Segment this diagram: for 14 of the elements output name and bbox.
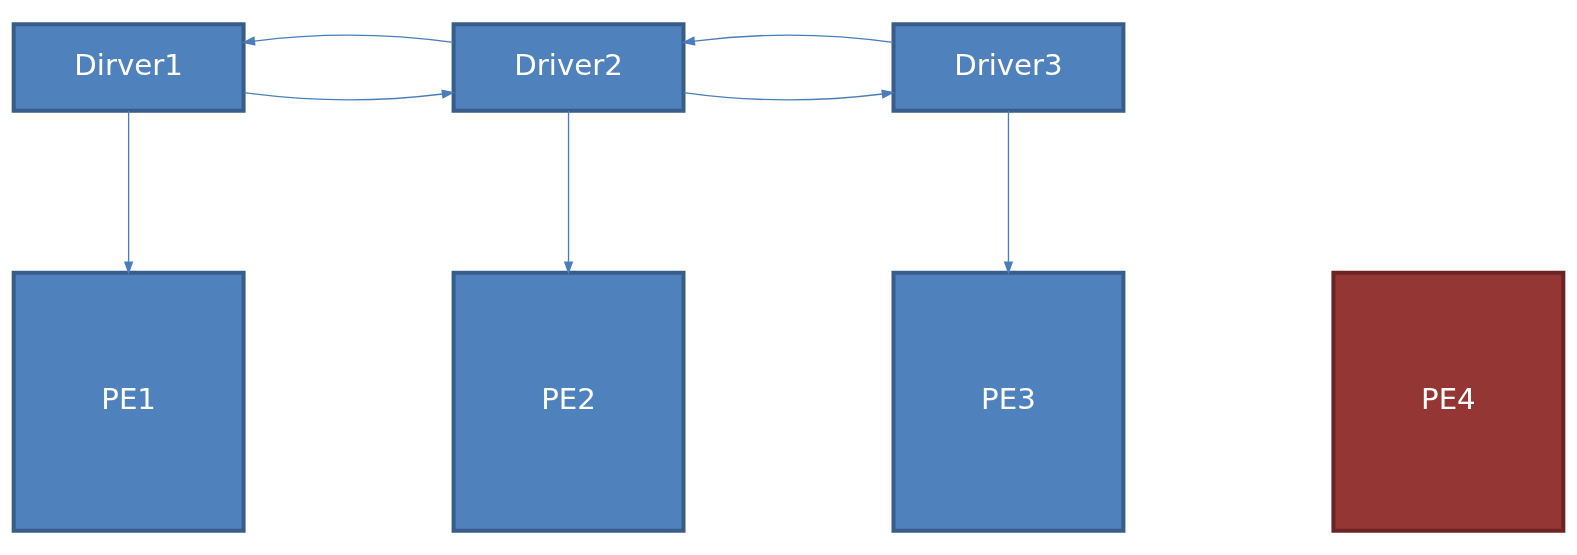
arrow: [241, 34, 454, 46]
arrow: [563, 110, 574, 275]
node-box: Driver2: [451, 22, 686, 113]
node-box: PE3: [891, 270, 1126, 533]
arrow: [243, 89, 456, 101]
node-box: Driver3: [891, 22, 1126, 113]
node-box: PE2: [451, 270, 686, 533]
node-box: PE1: [11, 270, 246, 533]
arrow: [683, 89, 895, 101]
arrow: [1003, 110, 1014, 275]
node-box: Dirver1: [11, 22, 246, 113]
arrow: [681, 34, 894, 46]
arrow: [123, 110, 134, 275]
node-box: PE4: [1331, 270, 1566, 533]
